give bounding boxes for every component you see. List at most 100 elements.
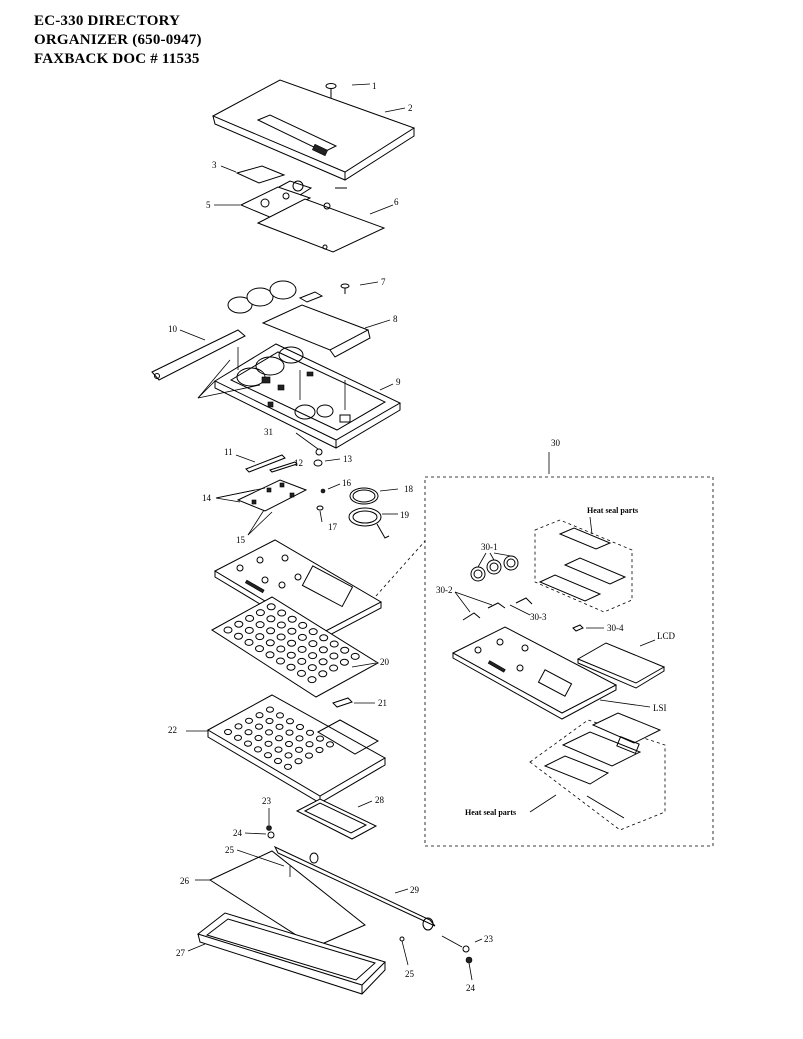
- key-shape: [255, 633, 265, 641]
- key-shape: [308, 652, 318, 660]
- key-shape: [326, 741, 334, 748]
- key-shape: [265, 717, 274, 725]
- header-title-line2: ORGANIZER (650-0947): [34, 32, 202, 48]
- key-shape: [224, 728, 232, 736]
- key-shape: [286, 651, 296, 659]
- callout-16: 16: [342, 478, 352, 488]
- callout-12: 12: [294, 458, 303, 468]
- parts-11-13-small-items: [235, 454, 341, 473]
- key-shape: [265, 729, 273, 736]
- callout-23-right: 23: [484, 934, 494, 944]
- key-shape: [284, 763, 292, 770]
- callout-30-2: 30-2: [436, 585, 453, 595]
- callout-15: 15: [236, 535, 246, 545]
- key-shape: [318, 670, 328, 678]
- key-shape: [285, 740, 293, 748]
- parts-14-17-contacts: [215, 479, 341, 536]
- part-8-sheet: [261, 304, 391, 358]
- key-shape: [298, 621, 308, 629]
- main-pcb: [213, 539, 426, 641]
- callout-24-right: 24: [466, 983, 476, 993]
- part-2-top-cover: [211, 79, 416, 181]
- key-shape: [276, 645, 286, 653]
- parts-23-24-25-screws-right: [399, 935, 483, 981]
- key-shape: [266, 706, 274, 713]
- callout-25-left: 25: [225, 845, 235, 855]
- key-shape: [305, 741, 314, 748]
- key-shape: [244, 740, 252, 747]
- callout-9: 9: [396, 377, 401, 387]
- key-shape: [339, 658, 349, 666]
- callout-10: 10: [168, 324, 178, 334]
- key-shape: [294, 758, 303, 765]
- header-title-line1: EC-330 DIRECTORY: [34, 13, 181, 29]
- callout-25-right: 25: [405, 969, 415, 979]
- key-shape: [295, 746, 303, 753]
- key-shape: [265, 639, 275, 647]
- key-shape: [286, 663, 296, 671]
- part-28-plate: [295, 798, 378, 840]
- key-shape: [276, 657, 285, 665]
- key-shape: [266, 615, 276, 623]
- key-shape: [277, 609, 287, 617]
- key-shape: [297, 633, 307, 641]
- key-shape: [315, 746, 324, 754]
- key-shape: [318, 646, 328, 654]
- callout-heat-seal-top: Heat seal parts: [587, 506, 638, 515]
- key-shape: [234, 620, 244, 628]
- part-6-plate: [256, 198, 394, 253]
- callout-24-left: 24: [233, 828, 243, 838]
- key-shape: [234, 723, 243, 730]
- key-shape: [276, 621, 286, 629]
- key-shape: [319, 634, 329, 642]
- callout-30: 30: [551, 438, 561, 448]
- callout-27: 27: [176, 948, 186, 958]
- callout-26: 26: [180, 876, 190, 886]
- callout-14: 14: [202, 493, 212, 503]
- key-shape: [266, 627, 276, 635]
- part-5-bracket: [214, 180, 347, 219]
- key-shape: [305, 752, 313, 759]
- part-21-clip: [332, 697, 375, 708]
- key-shape: [274, 757, 282, 765]
- key-shape: [254, 746, 262, 753]
- callout-2: 2: [408, 103, 413, 113]
- key-shape: [295, 735, 304, 742]
- callout-1: 1: [372, 81, 377, 91]
- key-shape: [274, 746, 283, 753]
- key-shape: [286, 718, 294, 725]
- key-shape: [244, 626, 254, 634]
- key-shape: [297, 669, 306, 677]
- document-header: EC-330 DIRECTORY ORGANIZER (650-0947) FA…: [34, 12, 294, 69]
- key-shape: [297, 645, 307, 653]
- key-shape: [245, 717, 253, 724]
- key-shape: [255, 723, 263, 730]
- part-7-screw: [340, 281, 379, 294]
- callout-5: 5: [206, 200, 211, 210]
- key-shape: [234, 632, 243, 640]
- callout-19: 19: [400, 510, 410, 520]
- parts-18-19-rings: [348, 487, 399, 539]
- callout-21: 21: [378, 698, 387, 708]
- callout-13: 13: [343, 454, 353, 464]
- parts-23-24-screws-left: [244, 808, 275, 839]
- key-shape: [308, 628, 318, 636]
- key-shape: [307, 664, 317, 672]
- part-27-bottom-cover: [187, 912, 386, 995]
- key-shape: [329, 652, 339, 660]
- callout-lsi: LSI: [653, 703, 667, 713]
- key-shape: [306, 729, 314, 736]
- callout-29: 29: [410, 885, 420, 895]
- key-shape: [350, 652, 360, 660]
- key-shape: [255, 609, 265, 617]
- key-shape: [297, 657, 307, 665]
- key-shape: [254, 734, 263, 742]
- callout-17: 17: [328, 522, 338, 532]
- key-shape: [265, 651, 275, 659]
- callout-11: 11: [224, 447, 233, 457]
- key-shape: [245, 614, 255, 622]
- key-shape: [287, 639, 297, 647]
- callout-30-4: 30-4: [607, 623, 624, 633]
- callout-18: 18: [404, 484, 414, 494]
- callout-3: 3: [212, 160, 217, 170]
